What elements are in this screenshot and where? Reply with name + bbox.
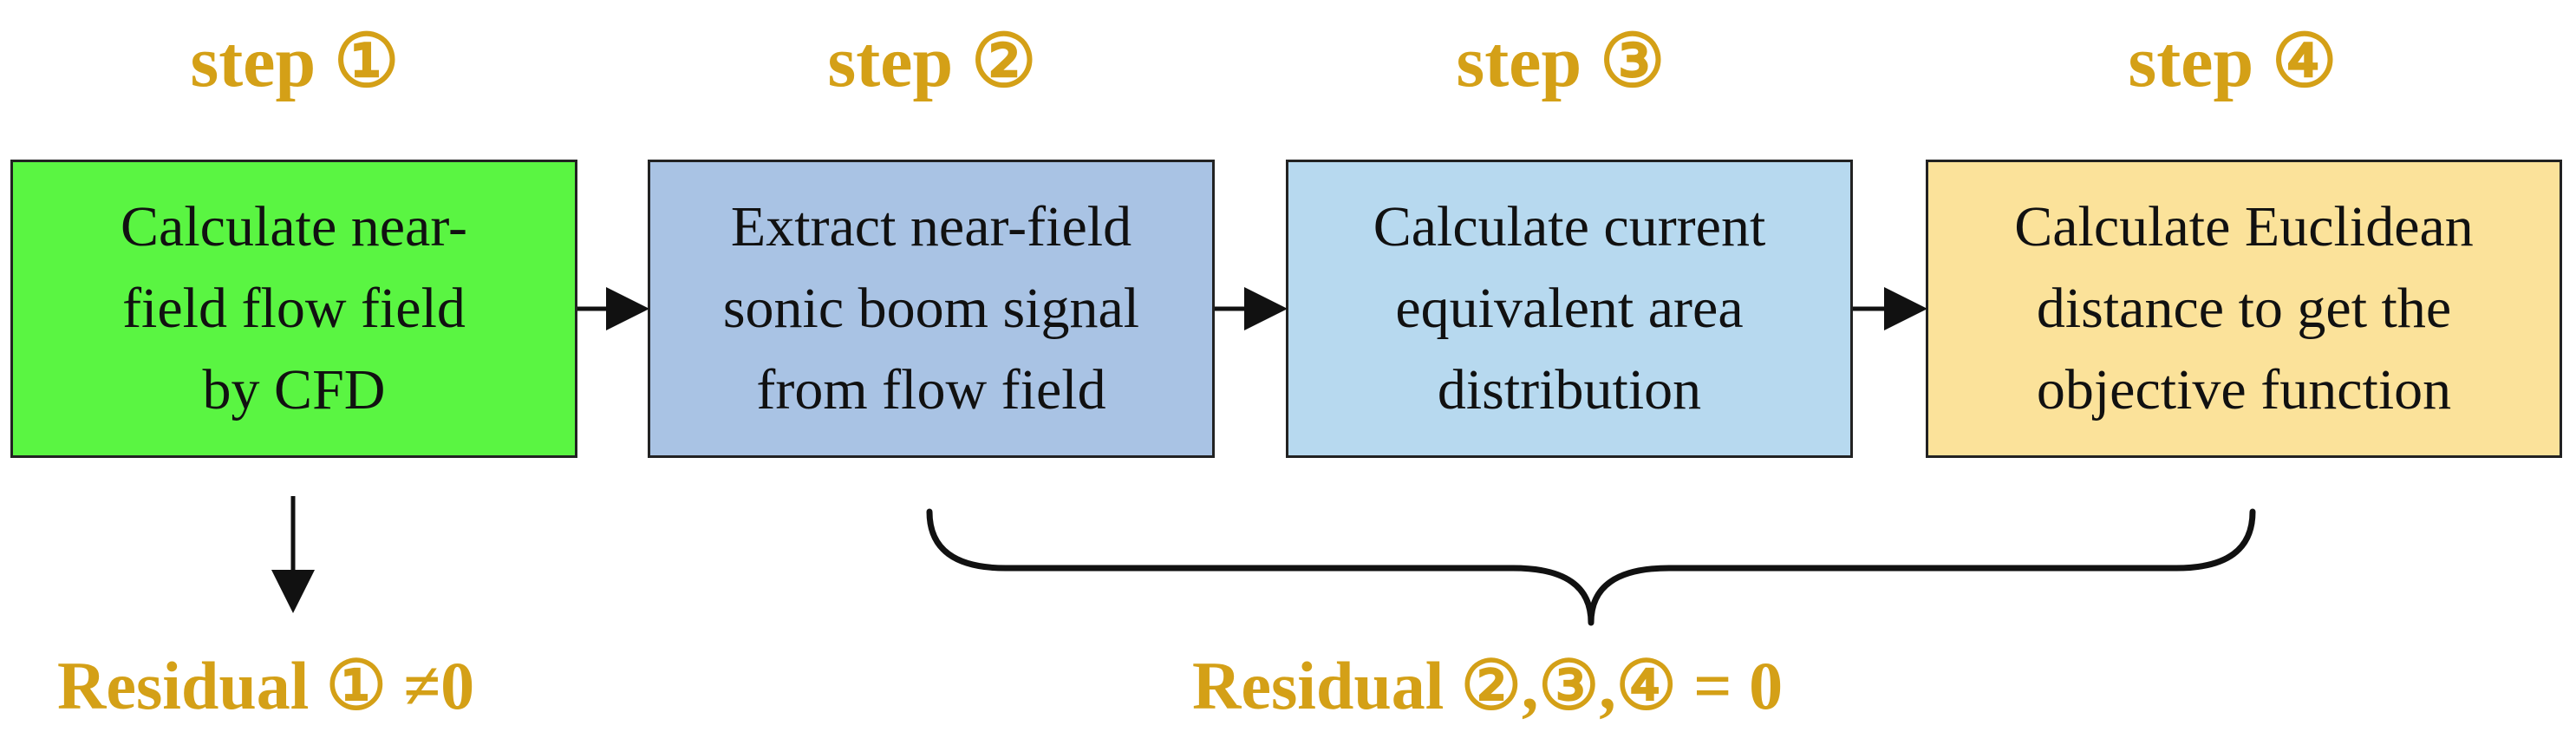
step-4-label: step ④ — [2128, 22, 2338, 102]
brace — [926, 508, 2256, 626]
step-1-text: Calculate near- field flow field by CFD — [121, 195, 467, 422]
step-3-text: Calculate current equivalent area distri… — [1373, 195, 1766, 422]
step-4-text: Calculate Euclidean distance to get the … — [2014, 195, 2474, 422]
step-3-label: step ③ — [1456, 22, 1666, 102]
step-2-box: Extract near-field sonic boom signal fro… — [648, 160, 1215, 458]
step-3-box: Calculate current equivalent area distri… — [1286, 160, 1853, 458]
step-2-label: step ② — [827, 22, 1037, 102]
residual-left-label: Residual ① ≠0 — [57, 648, 475, 723]
step-1-label: step ① — [190, 22, 400, 102]
step-4-box: Calculate Euclidean distance to get the … — [1926, 160, 2562, 458]
step-1-box: Calculate near- field flow field by CFD — [10, 160, 577, 458]
residual-right-label: Residual ②,③,④ = 0 — [1192, 648, 1784, 723]
step-2-text: Extract near-field sonic boom signal fro… — [722, 195, 1140, 422]
